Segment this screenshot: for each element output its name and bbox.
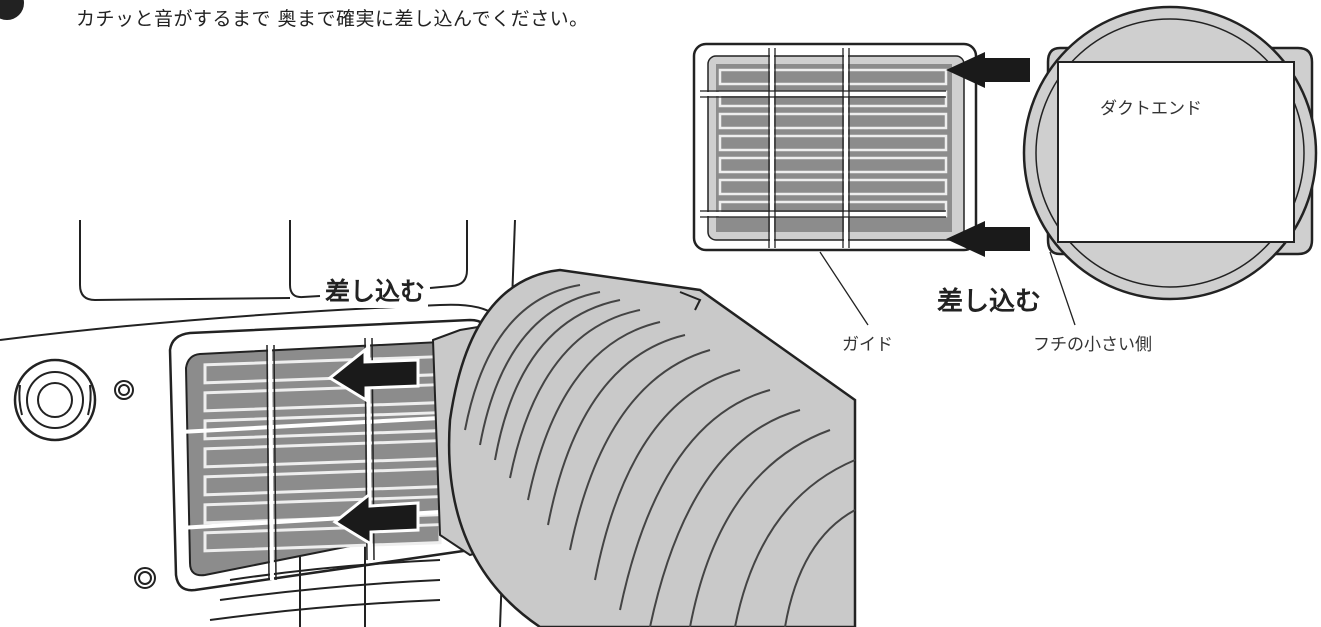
insert-arrows-installed bbox=[327, 346, 420, 547]
duct-end-label: ダクトエンド bbox=[1100, 99, 1202, 119]
duct-end bbox=[1022, 5, 1318, 301]
small-rim-side-label: フチの小さい側 bbox=[1033, 335, 1152, 355]
insert-label-projector: 差し込む bbox=[322, 272, 429, 308]
step-number-badge bbox=[0, 0, 24, 20]
detail-filter bbox=[692, 42, 978, 252]
instruction-text: カチッと音がするまで 奥まで確実に差し込んでください。 bbox=[76, 8, 589, 30]
insert-arrows-detail bbox=[946, 52, 1030, 257]
leader-lines bbox=[819, 251, 1076, 326]
insert-label-detail: 差し込む bbox=[937, 287, 1042, 317]
duct-hose bbox=[431, 268, 857, 627]
guide-label: ガイド bbox=[842, 335, 893, 355]
